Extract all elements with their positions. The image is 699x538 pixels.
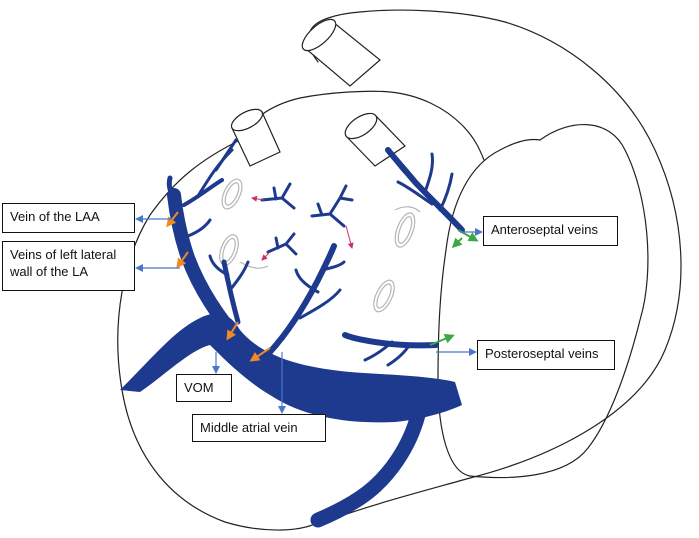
vein-branch-a2: [208, 254, 230, 277]
pv-ostium-linf-inner: [222, 237, 236, 263]
orange-arrow-vom: [226, 321, 239, 341]
coronary-sinus-tail: [310, 407, 426, 528]
vein-branch-a: [221, 259, 241, 325]
pv-ostium-tail: [239, 261, 269, 269]
middle-atrial-vein-branch: [267, 243, 337, 355]
orange-arrow-laa: [166, 211, 179, 228]
red-arrow-1: [251, 195, 265, 202]
laa-vein-branch: [182, 178, 224, 207]
pv-ostium-rsup: [394, 212, 416, 248]
pv-ostium-linf: [219, 234, 239, 266]
pv-ostium-lsup-inner: [224, 182, 240, 206]
pv-ostium-rsup-inner: [397, 216, 413, 244]
posteroseptal-sub-1: [363, 340, 394, 362]
anteroseptal-sub-2: [396, 162, 417, 184]
laa-vein-branch-2: [196, 148, 234, 198]
pulmonary-vein-ostia: [219, 178, 421, 313]
orange-arrow-middle: [249, 347, 271, 362]
small-vein-tree-1: [260, 182, 296, 210]
label-veins-left-lateral-wall: Veins of left lateral wall of the LA: [2, 241, 135, 291]
vessel-top-opening: [301, 18, 337, 52]
pv-ostium-lsup: [221, 178, 243, 210]
red-arrow-2: [261, 251, 271, 261]
laa-vein-stub: [166, 175, 179, 203]
orange-arrow-lateral: [176, 251, 189, 269]
middle-atrial-sub-1: [298, 288, 342, 320]
posteroseptal-sub-2: [386, 342, 412, 367]
green-arrow-ant-2: [451, 237, 463, 249]
middle-atrial-sub-3: [320, 260, 346, 272]
green-arrow-post: [429, 334, 455, 346]
label-anteroseptal-veins: Anteroseptal veins: [483, 216, 618, 246]
green-arrows: [429, 229, 479, 346]
orange-arrows: [166, 211, 271, 362]
anteroseptal-sub-3: [438, 172, 454, 212]
lateral-vein-branch: [186, 218, 212, 238]
great-vessels: [230, 18, 406, 167]
label-vom: VOM: [176, 374, 232, 402]
red-arrow-3: [345, 225, 354, 249]
pv-ostium-rinf-inner: [376, 283, 392, 309]
small-vein-tree-2: [266, 232, 298, 256]
anteroseptal-sub-4: [423, 152, 434, 194]
label-posteroseptal-veins: Posteroseptal veins: [477, 340, 615, 370]
small-vein-tree-3: [310, 184, 354, 228]
middle-atrial-sub-2: [294, 268, 320, 294]
heart-body-outline: [117, 9, 682, 531]
great-cardiac-vein: [120, 313, 462, 423]
label-vein-of-laa: Vein of the LAA: [2, 203, 135, 233]
vessel-left-opening: [230, 108, 264, 132]
atrium-outline: [239, 90, 485, 161]
pv-ostium-tail-2: [394, 206, 421, 213]
label-middle-atrial-vein: Middle atrial vein: [192, 414, 326, 442]
anteroseptal-sub-1: [396, 180, 434, 206]
red-arrows: [251, 195, 354, 261]
veins: [120, 138, 465, 528]
heart-outline: [117, 9, 682, 531]
vein-branch-a1: [228, 260, 250, 292]
posteroseptal-vein: [342, 332, 439, 349]
pv-ostium-rinf: [373, 279, 395, 313]
septum-outline: [437, 123, 649, 479]
vessel-right-opening: [344, 112, 378, 140]
pointer-lines: [135, 215, 483, 414]
laa-vein-branch-3: [214, 138, 238, 172]
